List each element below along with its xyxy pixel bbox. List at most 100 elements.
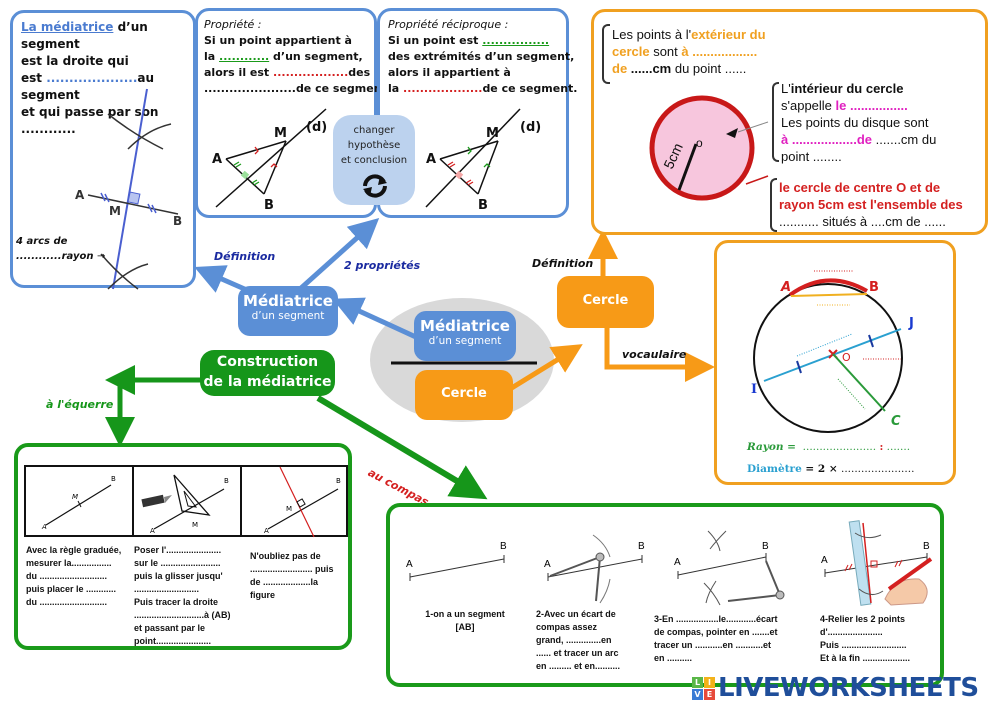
blank-equidistant-converse[interactable]: ................ [482, 34, 550, 47]
node-mediatrice[interactable]: Médiatrice d’un segment [238, 286, 338, 336]
step2-figure: A B M [141, 474, 229, 535]
blank-midpoint[interactable]: et qui passe par son ............ [21, 105, 159, 136]
brace-icon [602, 24, 610, 84]
blank-rayon-2[interactable]: ....... [886, 441, 911, 453]
rayon-formula: Rayon = ...................... : ....... [747, 441, 911, 453]
label-C: C [891, 414, 901, 429]
label-A: A [780, 280, 791, 295]
svg-text:A: A [264, 527, 269, 535]
liveworksheets-watermark[interactable]: L I V E LIVEWORKSHEETS [692, 673, 979, 703]
label-definition-orange: Définition [532, 257, 594, 270]
label-B: B [478, 198, 488, 213]
definition-card: La médiatrice d’un segment est la droite… [10, 10, 196, 290]
disc-figure: o 5cm [649, 95, 769, 201]
watermark-text: LIVEWORKSHEETS [718, 673, 979, 703]
compass-step1-figure: A B [406, 541, 507, 581]
svg-text:A: A [674, 557, 681, 568]
label-A: A [212, 152, 222, 167]
compass-step4-figure: A B [821, 520, 933, 606]
label-M: M [486, 126, 499, 141]
node-center-cercle[interactable]: Cercle [415, 370, 513, 420]
vocabulary-figure: A B J I O C [751, 270, 914, 433]
label-A: A [75, 188, 85, 202]
definition-term: La médiatrice [21, 20, 114, 34]
blank-mediatrice-converse[interactable]: ................... [403, 82, 483, 95]
node-cercle[interactable]: Cercle [557, 276, 654, 328]
label-d: (d) [306, 120, 327, 135]
node-center-mediatrice[interactable]: Médiatrice d’un segment [414, 311, 516, 361]
label-M: M [109, 204, 121, 218]
vocabulary-card: A B J I O C Rayon = ....................… [714, 240, 956, 485]
property-title: Propriété : [204, 18, 262, 31]
swap-bubble: changer hypothèse et conclusion [333, 115, 415, 205]
label-B: B [173, 214, 182, 228]
converse-title: Propriété réciproque : [388, 18, 509, 31]
blank-extremities[interactable]: ...................... [204, 82, 296, 95]
svg-text:M: M [192, 521, 198, 529]
svg-text:M: M [286, 505, 292, 513]
svg-text:B: B [336, 477, 341, 485]
swap-line-2: hypothèse [347, 140, 401, 151]
converse-text: Propriété réciproque : Si un point est .… [388, 18, 578, 95]
step1-figure: A B M [41, 475, 116, 531]
label-B: B [264, 198, 274, 213]
blank-exterior-distance[interactable]: à .................. [681, 44, 758, 59]
svg-text:A: A [821, 555, 828, 566]
converse-figure: A M (d) B [425, 108, 541, 213]
blank-diametre[interactable]: ...................... [840, 463, 915, 475]
brace-icon [770, 178, 777, 232]
blank-circle-def[interactable]: ........... situés à ....cm de ...... [779, 214, 946, 229]
diametre-formula: Diamètre = 2 × ...................... [747, 463, 915, 475]
arcs-note: 4 arcs de ............rayon → [16, 236, 106, 262]
property-figure: A M (d) B [212, 108, 327, 213]
svg-text:B: B [638, 541, 645, 552]
label-O: O [842, 351, 851, 364]
interior-text: L'intérieur du cercle s'appelle le .....… [781, 81, 937, 164]
svg-text:A: A [150, 527, 155, 535]
svg-text:A: A [41, 523, 47, 531]
swap-line-1: changer [353, 125, 395, 136]
blank-mediatrice[interactable]: ............ [219, 50, 270, 63]
square-step1-text: Avec la règle graduée, mesurer la.......… [26, 545, 122, 607]
label-definition-blue: Définition [214, 250, 276, 263]
svg-text:A: A [406, 559, 413, 570]
label-d: (d) [520, 120, 541, 135]
step3-figure: A B M [264, 466, 341, 538]
brace-icon [772, 82, 779, 162]
property-text: Propriété : Si un point appartient à la … [204, 18, 391, 95]
blank-rayon[interactable]: ...................... [802, 441, 877, 453]
arrow-center-to-cercle [508, 344, 583, 392]
blank-equidistant[interactable]: .................. [273, 66, 349, 79]
label-two-properties: 2 propriétés [344, 259, 421, 272]
svg-text:B: B [500, 541, 507, 552]
definition-text: La médiatrice d’un segment est la droite… [21, 20, 159, 136]
svg-text:B: B [224, 477, 229, 485]
node-construction[interactable]: Construction de la médiatrice [200, 350, 335, 396]
svg-text:M: M [72, 493, 78, 501]
mediatrice-figure: A M B [75, 88, 182, 290]
live-logo-icon: L I V E [692, 676, 715, 700]
blank-disc[interactable]: le ................ [835, 98, 908, 113]
swap-line-3: et conclusion [340, 155, 408, 166]
exterior-text: Les points à l'extérieur du cercle sont … [612, 27, 766, 76]
blank-interior-distance[interactable]: à ..................de [781, 132, 873, 147]
label-vocabulary: vocaulaire [622, 348, 687, 361]
compass-step2-figure: A B [544, 534, 645, 604]
square-step2-text: Poser l'...................... sur le ..… [134, 545, 231, 646]
label-B: B [869, 280, 879, 295]
svg-text:B: B [923, 541, 930, 552]
circle-def-text: le cercle de centre O et de rayon 5cm es… [779, 180, 963, 229]
refresh-icon [363, 174, 387, 198]
circle-definition-card: Les points à l'extérieur du cercle sont … [591, 9, 988, 235]
label-M: M [274, 126, 287, 141]
figure-strip: A B M A B M A B M [24, 465, 348, 538]
arrow-cercle-to-vocabulary [604, 328, 715, 382]
blank-perpendicular[interactable]: .................... [46, 71, 138, 85]
label-J: J [908, 316, 914, 331]
square-construction-card: A B M A B M A B M Avec la règle graduée,… [14, 443, 352, 650]
blank-same-radius[interactable]: ............ [16, 251, 62, 262]
center-label: o [696, 136, 703, 150]
svg-text:A: A [544, 559, 551, 570]
label-square: à l'équerre [46, 398, 114, 411]
svg-text:B: B [762, 541, 769, 552]
